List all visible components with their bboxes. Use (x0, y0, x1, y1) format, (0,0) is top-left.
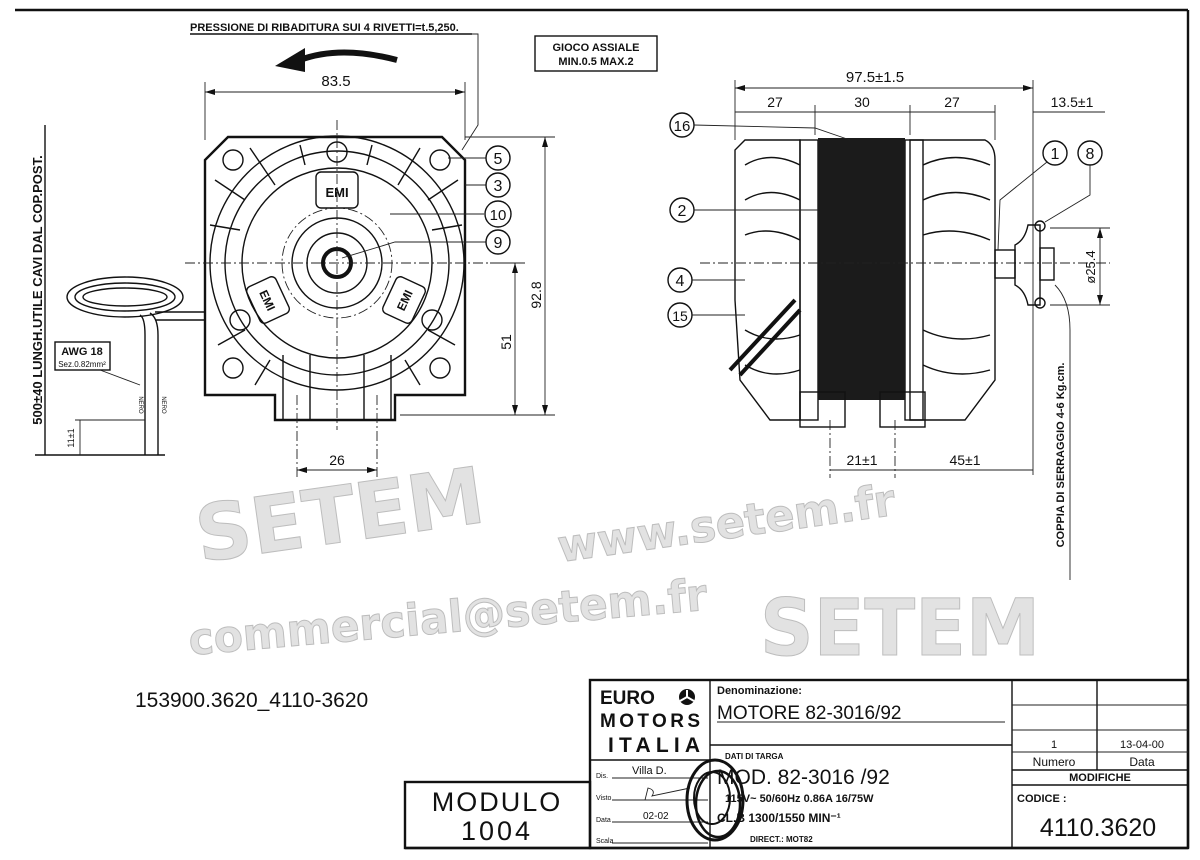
tightening-torque-note: COPPIA DI SERRAGGIO 4-6 Kg.cm. (1055, 363, 1067, 548)
scala-label: Scala (596, 838, 614, 845)
fan-icon (679, 689, 695, 705)
svg-text:10: 10 (490, 207, 507, 224)
watermark-email: commercial@setem.fr (187, 570, 710, 666)
callout-4: 4 (667, 267, 745, 293)
rev-date: 13-04-00 (1120, 739, 1164, 751)
label-emi-left: EMI (256, 288, 278, 313)
front-view: 83.5 EMI EMI EMI (185, 73, 555, 478)
modulo-label: MODULO (432, 787, 563, 817)
axial-play-line2: MIN.0.5 MAX.2 (558, 56, 633, 68)
dim-total: 97.5±1.5 (846, 69, 904, 86)
side-view: 97.5±1.5 27 30 27 13.5±1 ø25.4 COPPIA D (667, 69, 1110, 580)
callout-16: 16 (669, 112, 851, 141)
wire-section: Sez.0.82mm² (58, 360, 106, 369)
wire-gauge: AWG 18 (61, 346, 103, 358)
callout-10: 10 (390, 200, 512, 228)
company-logo: EURO MOTORS ITALIA (600, 688, 700, 757)
dim-seg1: 27 (767, 94, 783, 110)
wire-gauge-box (54, 341, 111, 371)
data-label: Data (596, 817, 611, 824)
visto-label: Visto (596, 795, 612, 802)
dim-lead: 11±1 (66, 428, 76, 447)
svg-text:3: 3 (494, 178, 503, 195)
cable-length-note: 500±40 LUNGH.UTILE CAVI DAL COP.POST. (30, 155, 45, 424)
callout-1: 1 (997, 140, 1068, 251)
watermark-brand-2: SETEM (760, 584, 1040, 674)
svg-text:2: 2 (678, 203, 687, 220)
plate-label: DATI DI TARGA (725, 752, 784, 761)
dim-seg2: 30 (854, 94, 870, 110)
model: MOD. 82-3016 /92 (717, 766, 890, 789)
denomination: MOTORE 82-3016/92 (717, 703, 901, 724)
wire-color-1: NERO (137, 396, 143, 414)
callout-3: 3 (465, 172, 511, 198)
stator-stack (818, 138, 905, 400)
watermark: SETEM www.setem.fr commercial@setem.fr S… (186, 451, 1040, 675)
rotation-arrow-icon (275, 48, 398, 72)
cable-leads: 500±40 LUNGH.UTILE CAVI DAL COP.POST. AW… (30, 125, 205, 456)
denomination-label: Denominazione: (717, 685, 802, 697)
class-speed: CL.B 1300/1550 MIN⁻¹ (717, 811, 841, 825)
drawing-reference: 153900.3620_4110-3620 (135, 689, 368, 712)
numero-header: Numero (1033, 755, 1076, 769)
dis-label: Dis. (596, 773, 608, 780)
data-value: 02-02 (643, 811, 669, 822)
dim-seg3: 27 (944, 94, 960, 110)
callout-5: 5 (448, 145, 511, 171)
svg-text:9: 9 (494, 235, 503, 252)
watermark-url: www.setem.fr (554, 475, 898, 573)
wire-color-2: NERO (160, 396, 166, 414)
codice: 4110.3620 (1040, 814, 1156, 842)
callout-15: 15 (667, 302, 745, 328)
modulo-number: 1004 (461, 816, 533, 846)
data-header: Data (1129, 755, 1155, 769)
modifiche-header: MODIFICHE (1069, 772, 1131, 784)
svg-text:4: 4 (676, 273, 685, 290)
modulo-box: MODULO 1004 (403, 780, 592, 850)
callout-8: 8 (1044, 140, 1103, 223)
dim-feet: 26 (329, 452, 345, 468)
watermark-brand: SETEM (190, 451, 490, 580)
dim-shaft: 13.5±1 (1051, 94, 1094, 110)
callout-2: 2 (669, 197, 818, 223)
signature (644, 787, 691, 801)
dim-hub: ø25.4 (1083, 250, 1098, 283)
dim-foot2: 45±1 (949, 452, 980, 468)
logo-line2: MOTORS (600, 711, 700, 732)
axial-play-line1: GIOCO ASSIALE (553, 42, 640, 54)
callout-9: 9 (341, 229, 511, 259)
svg-text:1: 1 (1051, 146, 1060, 163)
dim-height: 92.8 (528, 281, 544, 308)
axial-play-box (534, 35, 658, 72)
title-block: EURO MOTORS ITALIA Denominazione: MOTORE… (588, 678, 1190, 850)
specs: 115V~ 50/60Hz 0.86A 16/75W (725, 793, 874, 805)
dim-axis-height: 51 (498, 334, 514, 350)
svg-text:5: 5 (494, 151, 503, 168)
riveting-leader (461, 33, 479, 151)
riveting-note: PRESSIONE DI RIBADITURA SUI 4 RIVETTI=t.… (190, 22, 459, 34)
dis-value: Villa D. (632, 765, 667, 777)
codice-label: CODICE : (1017, 793, 1067, 805)
logo-line1: EURO (600, 688, 655, 709)
approval-stamp (685, 758, 745, 842)
svg-text:16: 16 (674, 118, 691, 135)
svg-text:15: 15 (672, 308, 688, 324)
dim-width: 83.5 (321, 73, 350, 90)
label-emi-right: EMI (394, 288, 416, 313)
svg-text:8: 8 (1086, 146, 1095, 163)
direct: DIRECT.: MOT82 (750, 835, 813, 844)
logo-line3: ITALIA (608, 734, 700, 757)
rev-number: 1 (1051, 739, 1057, 751)
dim-foot1: 21±1 (846, 452, 877, 468)
